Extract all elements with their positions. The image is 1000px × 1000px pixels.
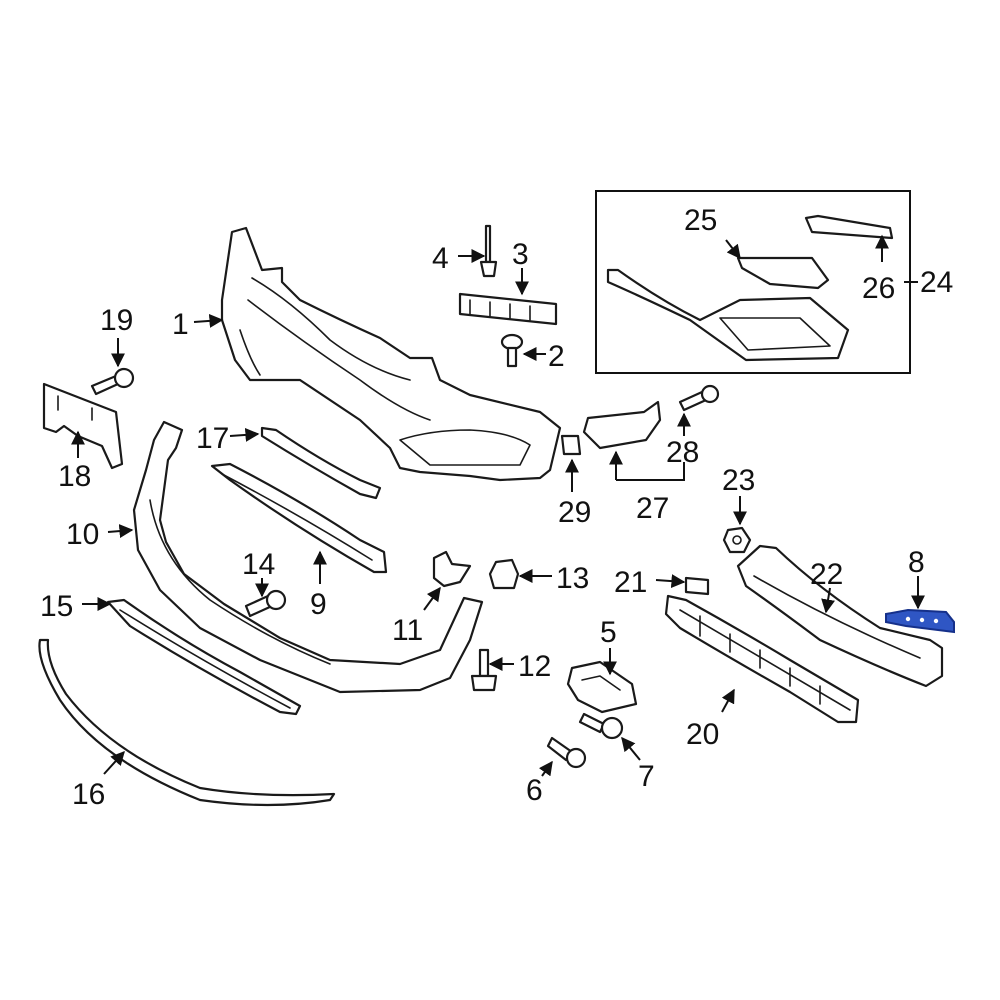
part-21-pad[interactable] — [684, 576, 710, 596]
leader-lines — [71, 234, 925, 777]
callout-16: 16 — [72, 778, 105, 811]
part-29-pad[interactable] — [560, 434, 582, 456]
part-5-bracket[interactable] — [566, 660, 638, 714]
part-10-lower-fascia[interactable] — [132, 420, 484, 694]
part-4-push-pin[interactable] — [479, 224, 498, 278]
callout-15: 15 — [40, 590, 73, 623]
callout-4: 4 — [432, 242, 449, 275]
callout-9: 9 — [310, 588, 327, 621]
callout-25: 25 — [684, 204, 717, 237]
callout-10: 10 — [66, 518, 99, 551]
part-8-bracket-highlighted[interactable] — [885, 608, 955, 634]
part-14-bolt[interactable] — [244, 589, 287, 618]
part-19-bolt[interactable] — [90, 367, 135, 396]
callout-1: 1 — [172, 308, 189, 341]
callout-7: 7 — [638, 760, 655, 793]
callout-26: 26 — [862, 272, 895, 305]
callout-23: 23 — [722, 464, 755, 497]
callout-3: 3 — [512, 238, 529, 271]
callout-8: 8 — [908, 546, 925, 579]
callout-11: 11 — [392, 614, 423, 647]
callout-20: 20 — [686, 718, 719, 751]
part-11-clip[interactable] — [432, 550, 472, 588]
callout-labels: 1 2 3 4 5 6 7 8 9 10 11 12 13 14 15 16 1… — [40, 204, 953, 811]
part-25-trim[interactable] — [736, 256, 830, 290]
part-18-license-bracket[interactable] — [42, 382, 124, 470]
part-7-screw[interactable] — [578, 712, 624, 740]
part-3-bracket[interactable] — [458, 292, 558, 326]
part-12-bolt[interactable] — [470, 648, 498, 692]
callout-12: 12 — [518, 650, 551, 683]
part-28-screw[interactable] — [678, 384, 720, 412]
callout-24: 24 — [920, 266, 953, 299]
part-1-bumper-cover[interactable] — [220, 226, 562, 482]
callout-17: 17 — [196, 422, 229, 455]
part-9-lower-grille[interactable] — [210, 462, 388, 574]
part-26-trim[interactable] — [804, 214, 894, 240]
callout-18: 18 — [58, 460, 91, 493]
part-27-trim[interactable] — [582, 400, 662, 450]
part-15-skid-strip[interactable] — [106, 598, 302, 716]
part-20-absorber[interactable] — [664, 594, 860, 724]
callout-27: 27 — [636, 492, 669, 525]
callout-5: 5 — [600, 616, 617, 649]
callout-6: 6 — [526, 774, 543, 807]
part-22-reinforcement-beam[interactable] — [736, 544, 944, 688]
callout-22: 22 — [810, 558, 843, 591]
callout-13: 13 — [556, 562, 589, 595]
callout-14: 14 — [242, 548, 275, 581]
part-24-inset-grille[interactable] — [606, 268, 850, 362]
part-16-trim-strip[interactable] — [38, 638, 336, 807]
callout-29: 29 — [558, 496, 591, 529]
callout-19: 19 — [100, 304, 133, 337]
part-13-nut[interactable] — [488, 558, 520, 590]
callout-21: 21 — [614, 566, 647, 599]
part-17-upper-molding[interactable] — [260, 426, 382, 500]
callout-2: 2 — [548, 340, 565, 373]
callout-28: 28 — [666, 436, 699, 469]
part-6-bolt[interactable] — [546, 736, 587, 769]
part-2-screw[interactable] — [500, 333, 524, 368]
part-23-nut[interactable] — [722, 526, 752, 554]
